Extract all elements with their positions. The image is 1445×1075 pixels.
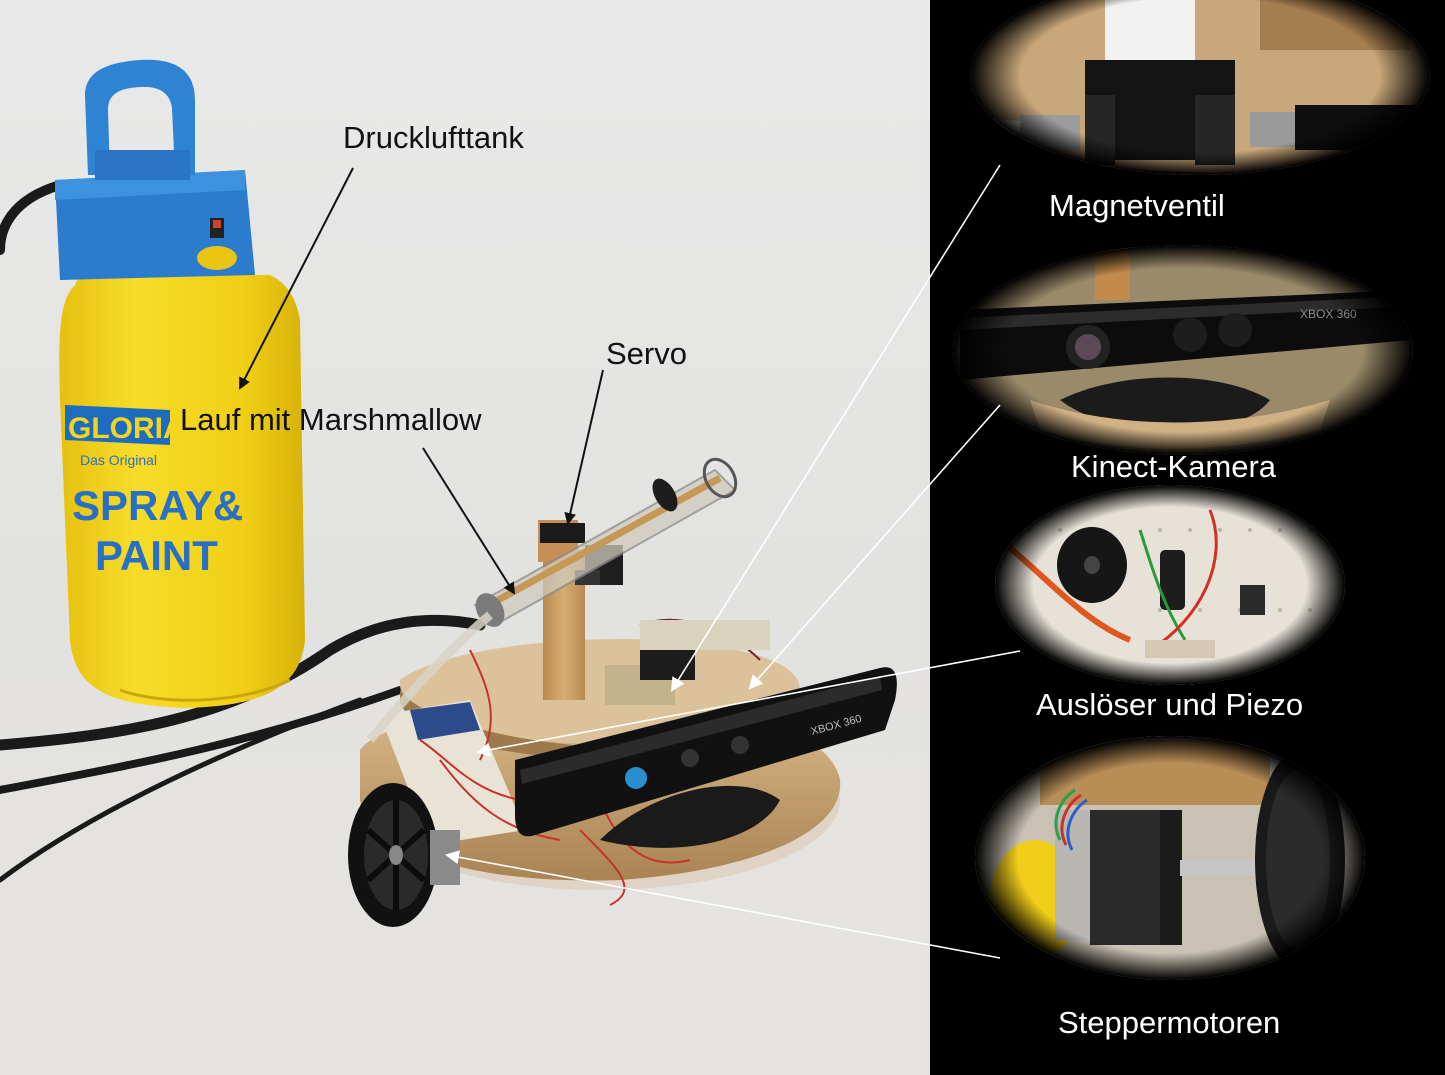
label-kinect: Kinect-Kamera [1071,449,1277,484]
launch-barrel [366,457,738,743]
tank-brand: GLORIA [68,412,185,445]
tank-line-2: PAINT [95,532,218,579]
valve-vignette [970,0,1430,175]
label-magnetventil: Magnetventil [1049,188,1225,223]
label-lauf: Lauf mit Marshmallow [180,402,482,437]
black-hose [0,180,486,883]
annotation-lines-light [445,164,1021,959]
kinect-vignette [953,245,1413,455]
tank-subtitle: Das Original [80,452,157,468]
label-steppermotoren: Steppermotoren [1058,1005,1281,1040]
robot-kinect [515,667,897,848]
annotation-lines-dark [239,167,604,595]
stepper-vignette [975,736,1365,980]
robot-valve [605,620,770,705]
wheel [348,783,460,927]
tank-line-1: SPRAY& [72,482,243,529]
compressed-air-tank [55,59,305,708]
label-drucklufttank: Drucklufttank [343,120,524,155]
label-servo: Servo [606,336,687,371]
label-ausloeser: Auslöser und Piezo [1036,687,1304,722]
trigger-vignette [995,485,1345,685]
